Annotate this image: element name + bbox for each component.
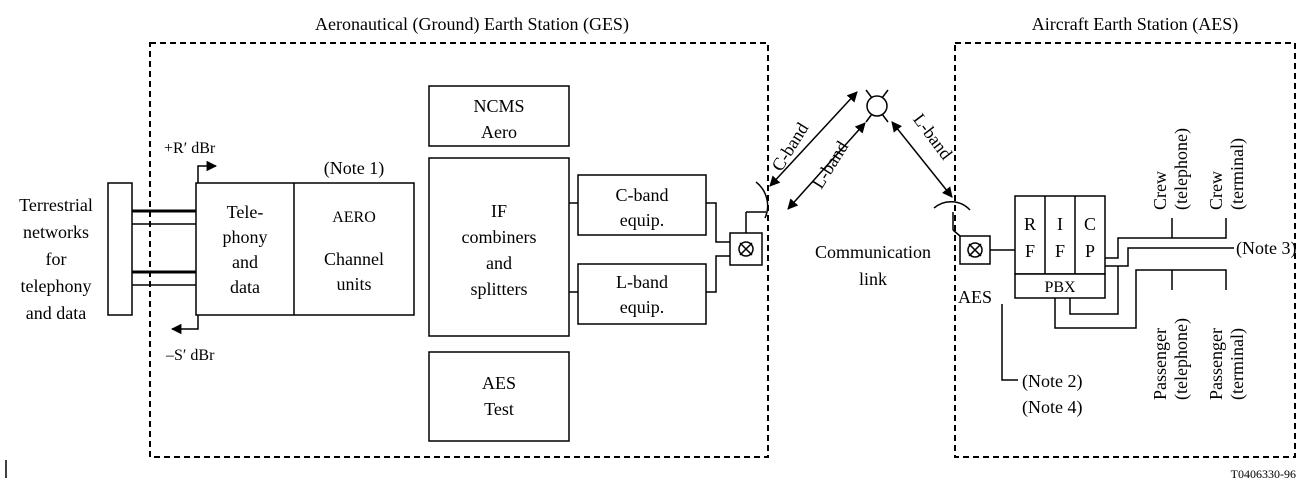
svg-text:R: R [1024,214,1036,234]
satellite-icon [865,89,889,123]
svg-text:Channel: Channel [324,249,384,269]
svg-text:and: and [486,253,512,273]
svg-text:splitters: splitters [471,279,528,299]
svg-text:F: F [1025,241,1035,261]
passenger-telephone-label: Passenger (telephone) [1150,318,1192,400]
aes-boundary [954,42,1296,458]
svg-text:Crew: Crew [1150,171,1170,210]
aes-test-sub-label: Test [484,399,514,419]
lband-left-link-label: L-band [808,137,853,192]
svg-text:for: for [46,249,67,269]
telephony-and-data-box: Tele- phony and data [223,202,268,297]
svg-text:combiners: combiners [462,227,537,247]
cband-equip-box [577,174,707,236]
lband-equip-label: L-band [616,272,668,292]
aes-test-label: AES [482,373,516,393]
if-unit: I F [1055,214,1065,261]
svg-text:I: I [1057,214,1063,234]
passenger-terminal-label: Passenger (terminal) [1206,328,1248,400]
communication-link-label: Communication [815,242,931,262]
aero-channel-units-box: AERO Channel units [324,209,384,294]
svg-text:Passenger: Passenger [1206,328,1226,400]
svg-text:AERO: AERO [332,209,376,226]
s-level-label: –S′ dBr [165,347,215,364]
terrestrial-interface-block [107,182,133,316]
aes-title: Aircraft Earth Station (AES) [1032,14,1238,35]
svg-text:units: units [336,274,371,294]
lband-link-left-arrow [787,122,866,210]
svg-text:Tele-: Tele- [227,202,264,222]
crew-telephone-label: Crew (telephone) [1150,128,1192,210]
r-level-label: +R′ dBr [164,140,216,157]
cabin-distribution-lines [1001,218,1234,381]
svg-text:(telephone): (telephone) [1171,128,1192,210]
svg-text:and data: and data [26,303,86,323]
lband-feed-line [706,255,730,293]
svg-text:(terminal): (terminal) [1227,328,1248,400]
terrestrial-networks-label: Terrestrial networks for telephony and d… [19,195,93,323]
svg-text:C: C [1084,214,1096,234]
ncms-aero-box [428,85,570,147]
note3-label: (Note 3) [1236,238,1296,259]
svg-text:Terrestrial: Terrestrial [19,195,93,215]
svg-text:IF: IF [491,201,507,221]
note4-label: (Note 4) [1022,397,1082,418]
rf-unit: R F [1024,214,1036,261]
svg-text:Crew: Crew [1206,171,1226,210]
lband-equip-box [577,263,707,325]
svg-text:P: P [1085,241,1095,261]
r-level-arrow [197,160,218,183]
terrestrial-trunk-lines [132,209,196,286]
communication-link-sub-label: link [859,269,887,289]
figure-reference-code: T0406330-96 [1231,467,1296,481]
aes-test-box [428,351,570,442]
svg-text:F: F [1055,241,1065,261]
cband-equip-sub-label: equip. [620,210,665,230]
if-combiners-label: IF combiners and splitters [462,201,537,299]
rf-if-cp-block [1014,195,1106,275]
svg-text:(telephone): (telephone) [1171,318,1192,400]
cband-feed-line [706,202,730,243]
note1-label: (Note 1) [324,158,384,179]
note2-label: (Note 2) [1022,371,1082,392]
ges-boundary [149,42,769,458]
svg-text:networks: networks [23,222,89,242]
s-level-arrow [170,315,199,335]
aes-antenna-icon [933,200,991,265]
svg-text:and: and [232,252,258,272]
cband-equip-label: C-band [616,185,669,205]
pbx-label: PBX [1044,279,1076,296]
ncms-aero-label: Aero [481,122,517,142]
svg-text:telephony: telephony [21,276,92,296]
if-combiners-splitters-box [428,157,570,337]
ges-antenna-icon [729,181,769,266]
lband-equip-sub-label: equip. [620,297,665,317]
svg-text:data: data [230,277,260,297]
telephony-aero-group [195,182,415,316]
ges-title: Aeronautical (Ground) Earth Station (GES… [315,14,629,35]
lband-right-link-label: L-band [909,110,956,164]
ncms-label: NCMS [473,96,524,116]
svg-text:phony: phony [223,227,268,247]
pbx-box [1014,273,1106,299]
cp-unit: C P [1084,214,1096,261]
lband-link-right-arrow [891,121,953,198]
svg-text:(terminal): (terminal) [1227,138,1248,210]
crew-terminal-label: Crew (terminal) [1206,138,1248,210]
svg-text:Passenger: Passenger [1150,328,1170,400]
aes-antenna-label: AES [958,287,992,307]
